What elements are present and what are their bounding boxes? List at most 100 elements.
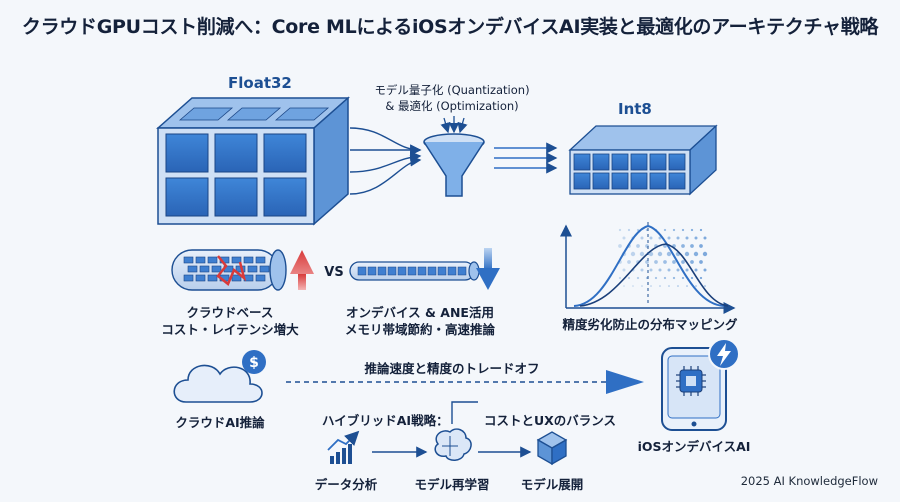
- distribution-dot: [648, 251, 654, 257]
- device-pipeline-tube: [349, 261, 480, 281]
- flow-lines-out: [494, 142, 558, 174]
- on-device-caption-2: メモリ帯域節約・高速推論: [344, 322, 496, 337]
- tube-cell: [397, 266, 407, 276]
- distribution-dot: [677, 285, 679, 287]
- distribution-dot: [685, 236, 689, 240]
- distribution-dot: [632, 285, 634, 287]
- flow-lines-in: [349, 127, 422, 195]
- distribution-dot: [694, 236, 698, 240]
- tube-cell: [377, 266, 387, 276]
- distribution-dot: [693, 251, 699, 257]
- distribution-dot: [690, 244, 694, 248]
- data-analysis-icon: [327, 430, 360, 464]
- tube-cell: [367, 266, 377, 276]
- step-model-deploy: モデル展開: [520, 477, 584, 492]
- distribution-dot: [640, 236, 644, 240]
- distribution-dot: [699, 260, 703, 264]
- distribution-dot: [623, 285, 625, 287]
- distribution-mapping-plot: [560, 222, 736, 314]
- distribution-dot: [681, 276, 685, 280]
- tube-cell: [183, 256, 194, 264]
- distribution-dot: [618, 244, 622, 248]
- distribution-dot: [649, 268, 653, 272]
- distribution-dot: [657, 251, 663, 257]
- latency-down-arrow-icon: [476, 248, 500, 290]
- distribution-dot: [627, 228, 631, 232]
- distribution-dot: [663, 228, 667, 232]
- distribution-dot: [676, 236, 680, 240]
- package-icon: [536, 431, 568, 466]
- distribution-dot: [658, 268, 662, 272]
- distribution-dot: [630, 251, 636, 257]
- distribution-dot: [650, 285, 652, 287]
- cloud-ai-inference-label: クラウドAI推論: [175, 415, 265, 430]
- distribution-dot: [654, 276, 658, 280]
- distribution-dot: [622, 268, 626, 272]
- int8-block: [568, 124, 718, 196]
- distribution-dot: [640, 268, 644, 272]
- ios-on-device-ai-label: iOSオンデバイスAI: [637, 439, 751, 454]
- tube-cell: [407, 266, 417, 276]
- tube-cell: [255, 274, 266, 282]
- int8-cell: [649, 153, 667, 171]
- distribution-dot: [681, 228, 685, 232]
- distribution-dot: [672, 276, 676, 280]
- tube-cell: [195, 274, 206, 282]
- distribution-dot: [694, 268, 698, 272]
- distribution-dot: [703, 268, 707, 272]
- distribution-dot: [649, 236, 653, 240]
- tube-cell: [187, 265, 198, 273]
- distribution-dot: [659, 285, 661, 287]
- tradeoff-label: 推論速度と精度のトレードオフ: [364, 361, 540, 376]
- distribution-dot: [639, 251, 645, 257]
- int8-cell: [630, 172, 648, 190]
- distribution-dot: [668, 285, 670, 287]
- hybrid-bracket: [451, 401, 478, 424]
- tube-cell: [231, 274, 242, 282]
- lightning-badge-icon: [708, 338, 740, 370]
- cloud-based-caption-2: コスト・レイテンシ増大: [161, 322, 299, 337]
- tube-cell: [437, 266, 447, 276]
- distribution-dot: [627, 276, 631, 280]
- int8-cell: [611, 153, 629, 171]
- tube-cell: [427, 266, 437, 276]
- int8-cell: [630, 153, 648, 171]
- tube-cell: [259, 265, 270, 273]
- distribution-dot: [681, 244, 685, 248]
- tube-cell: [231, 256, 242, 264]
- hybrid-strategy-label: ハイブリッドAI戦略：: [322, 413, 449, 428]
- distribution-dot: [663, 244, 667, 248]
- tube-cell: [255, 256, 266, 264]
- distribution-dot: [699, 276, 703, 280]
- distribution-dot: [663, 260, 667, 264]
- distribution-dot: [666, 251, 672, 257]
- tube-cell: [447, 266, 457, 276]
- tube-cell: [199, 265, 210, 273]
- tube-cell: [417, 266, 427, 276]
- tube-cell: [183, 274, 194, 282]
- int8-cell: [649, 172, 667, 190]
- distribution-dot: [690, 260, 694, 264]
- distribution-dot: [641, 285, 643, 287]
- distribution-dot: [686, 285, 688, 287]
- tube-cell: [195, 256, 206, 264]
- tube-cell: [457, 266, 467, 276]
- tube-cell: [247, 265, 258, 273]
- distribution-dot: [685, 268, 689, 272]
- distribution-dot: [676, 268, 680, 272]
- quantization-caption-2: & 最適化 (Optimization): [385, 99, 519, 113]
- distribution-dot: [699, 244, 703, 248]
- cloud-based-caption-1: クラウドベース: [186, 305, 274, 320]
- vs-label: VS: [324, 265, 343, 280]
- distribution-mapping-caption: 精度劣化防止の分布マッピング: [562, 317, 738, 332]
- int8-cell: [668, 153, 686, 171]
- int8-cell: [573, 153, 591, 171]
- footer-credit: 2025 AI KnowledgeFlow: [740, 474, 878, 488]
- int8-cell: [611, 172, 629, 190]
- step-model-retrain: モデル再学習: [414, 477, 490, 492]
- distribution-dot: [695, 285, 697, 287]
- iphone-device-icon: [661, 347, 727, 431]
- cloud-ai-icon: [173, 350, 266, 403]
- quantization-funnel-icon: [423, 116, 485, 197]
